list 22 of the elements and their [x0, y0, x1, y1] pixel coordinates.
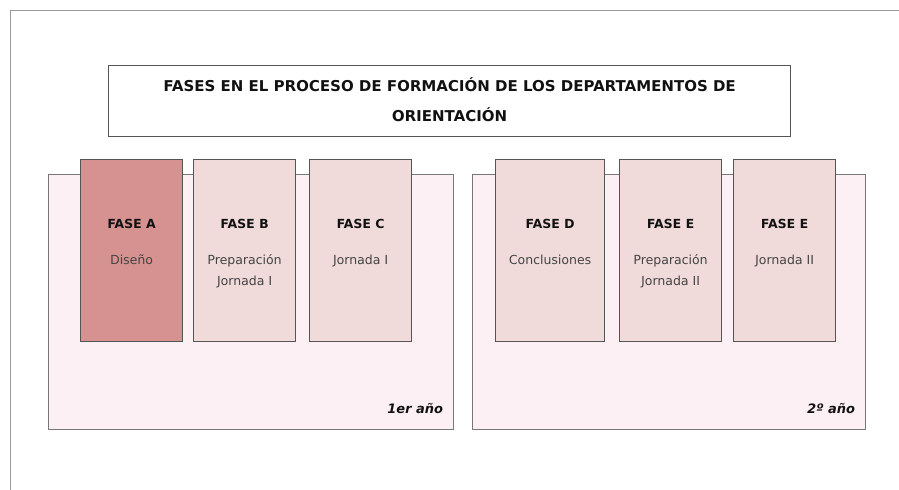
- title-text: FASES EN EL PROCESO DE FORMACIÓN DE LOS DEPARTAMENTOS DE ORIENTACIÓN: [162, 76, 737, 127]
- phase-title: FASE A: [107, 216, 156, 231]
- year-label: 1er año: [387, 402, 443, 417]
- phase-title: FASE D: [525, 216, 575, 231]
- phase-description: Conclusiones: [508, 251, 592, 269]
- phase-description: Jornada I: [332, 251, 388, 269]
- phase-box: [619, 159, 722, 342]
- phase-description: Preparación Jornada I: [206, 251, 283, 290]
- phase-title: FASE E: [760, 216, 808, 231]
- phase-title: FASE E: [646, 216, 694, 231]
- phase-description: Diseño: [110, 251, 153, 269]
- phase-box: [495, 159, 605, 342]
- phase-box: [193, 159, 296, 342]
- year-label: 2º año: [807, 402, 855, 417]
- phase-description: Jornada II: [755, 251, 814, 269]
- phase-box: [80, 159, 183, 342]
- phase-title: FASE C: [336, 216, 384, 231]
- phase-box: [309, 159, 412, 342]
- phase-box: [733, 159, 836, 342]
- title-box: [108, 65, 791, 137]
- phase-title: FASE B: [220, 216, 269, 231]
- phase-description: Preparación Jornada II: [632, 251, 709, 290]
